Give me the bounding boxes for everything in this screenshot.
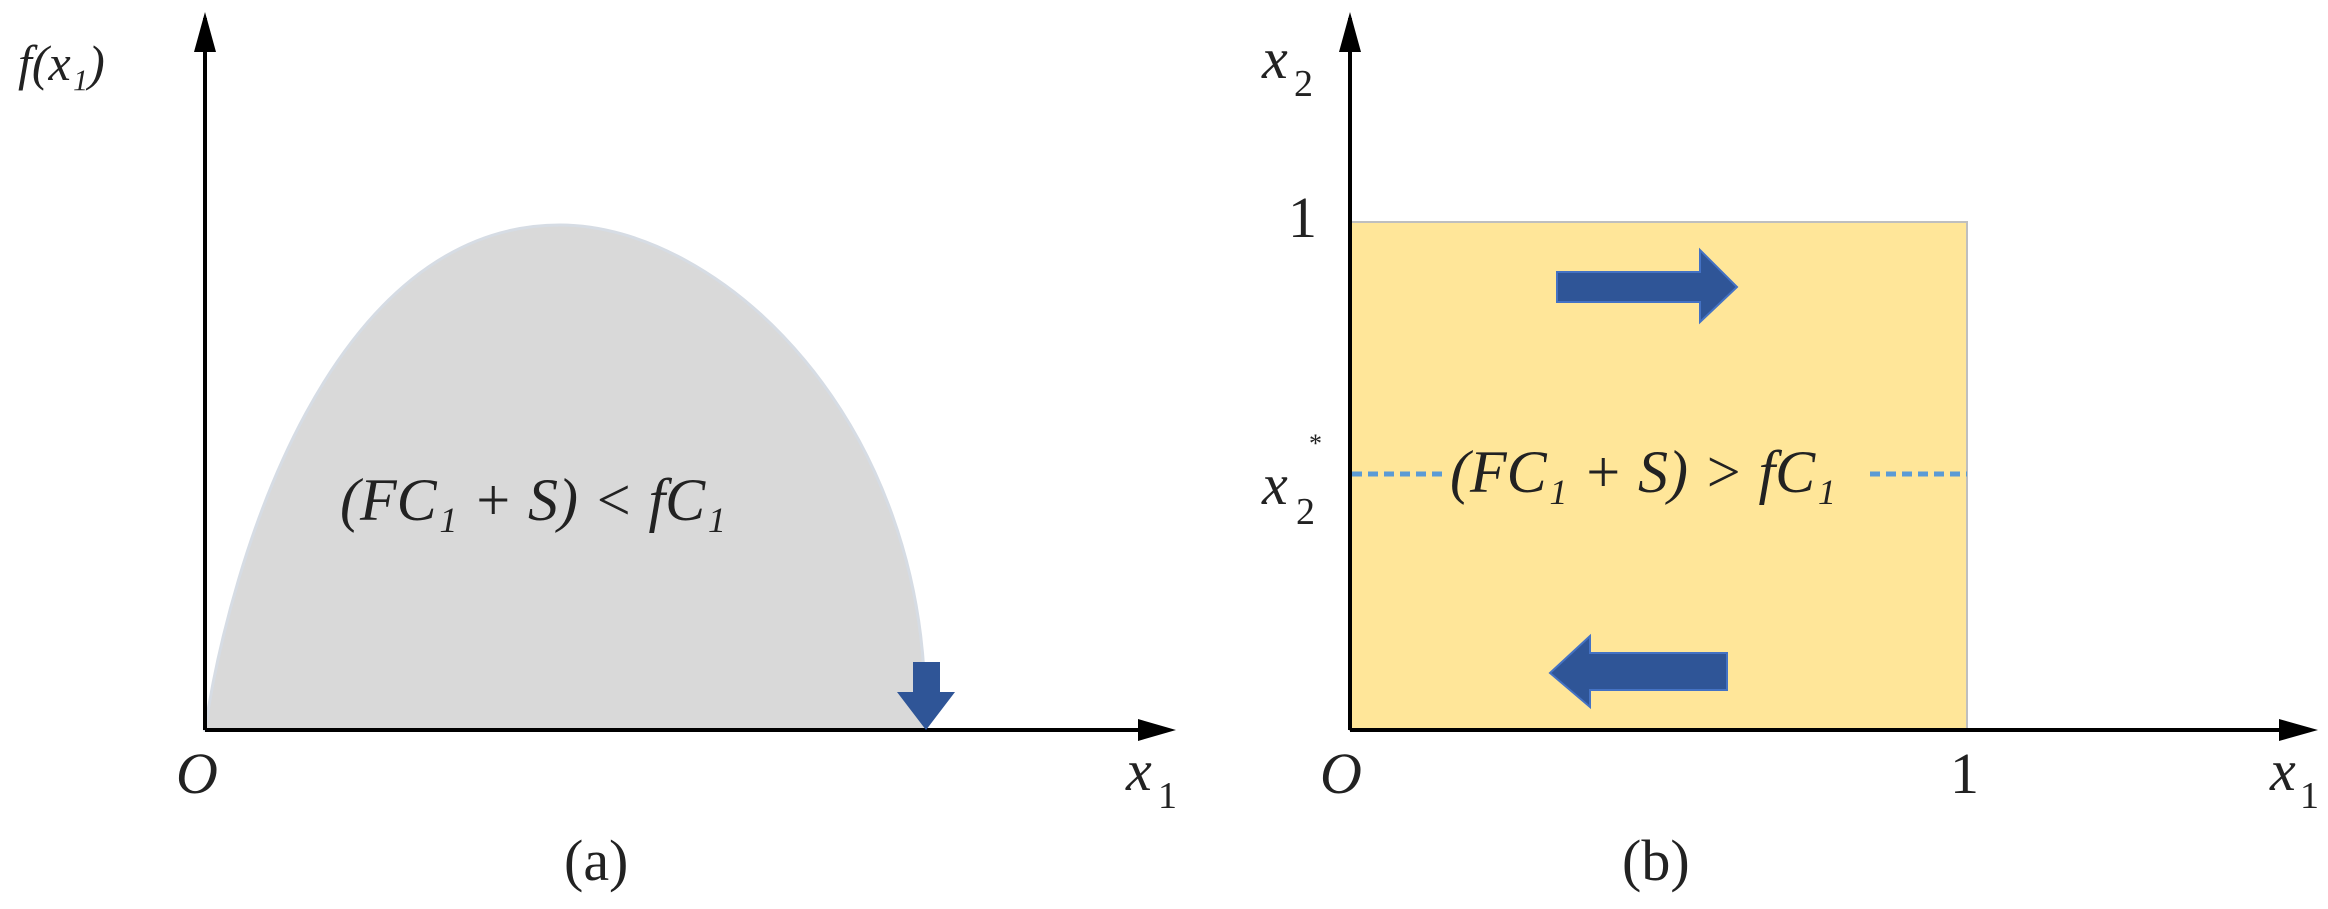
y-axis-label-a: f(x₁) xyxy=(18,35,105,91)
caption-a: (a) xyxy=(564,828,628,893)
region-label-a: (FC₁ + S) < fC₁ xyxy=(340,467,726,533)
svg-text:2: 2 xyxy=(1294,63,1313,105)
x-axis-arrowhead-b xyxy=(2279,719,2318,741)
panel-b: x 2 1 x 2 * (FC₁ + S) > fC₁ O 1 x 1 (b) xyxy=(1261,12,2319,893)
svg-text:x: x xyxy=(1125,738,1152,803)
axes-b xyxy=(1339,12,2318,741)
panel-a: f(x₁) (FC₁ + S) < fC₁ O x 1 (a) xyxy=(18,12,1177,893)
x-axis-label-b: x 1 xyxy=(2269,738,2319,817)
svg-text:2: 2 xyxy=(1296,491,1315,533)
origin-label-a: O xyxy=(176,741,218,806)
x-axis-label-a: x 1 xyxy=(1125,738,1177,817)
right-arrow-icon xyxy=(1556,247,1739,325)
svg-text:x: x xyxy=(1261,26,1288,91)
y-axis-label-b: x 2 xyxy=(1261,26,1313,105)
y-axis-arrowhead-a xyxy=(194,12,216,52)
tick-label-y-1: 1 xyxy=(1288,185,1317,250)
svg-text:*: * xyxy=(1309,429,1322,458)
svg-text:x: x xyxy=(2269,738,2296,803)
svg-text:1: 1 xyxy=(2300,775,2319,817)
down-arrow-icon xyxy=(897,662,955,730)
x-axis-arrowhead-a xyxy=(1138,719,1176,741)
left-arrow-icon xyxy=(1548,633,1728,710)
region-label-b: (FC₁ + S) > fC₁ xyxy=(1450,439,1836,505)
origin-label-b: O xyxy=(1320,741,1362,806)
tick-label-x-1: 1 xyxy=(1950,741,1979,806)
y-axis-arrowhead-b xyxy=(1339,12,1361,52)
x2-star-label: x 2 * xyxy=(1261,429,1322,533)
svg-text:1: 1 xyxy=(1158,775,1177,817)
caption-b: (b) xyxy=(1622,828,1690,893)
feasible-region-a xyxy=(203,223,927,732)
svg-text:x: x xyxy=(1261,452,1288,517)
axes-a xyxy=(194,12,1176,741)
